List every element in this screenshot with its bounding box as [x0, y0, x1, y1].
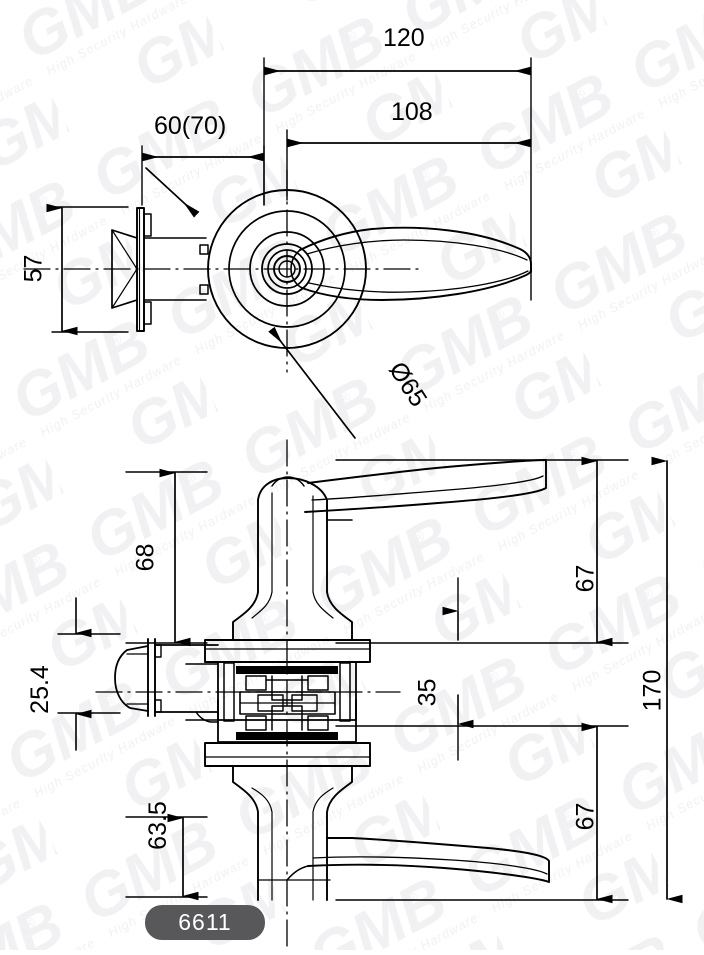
- model-number-text: 6611: [178, 909, 232, 935]
- dimension-label-cylinder-diameter: 25.4: [25, 665, 54, 714]
- dimension-label-backset: 60(70): [154, 112, 227, 140]
- dimension-label-rosette-spacing: 35: [413, 678, 442, 707]
- dimension-label-upper-lever-to-center: 67: [571, 564, 600, 593]
- dimension-label-backplate-height: 57: [19, 254, 48, 283]
- dimension-label-overall-height: 170: [638, 669, 667, 712]
- model-number-badge: 6611: [145, 905, 265, 940]
- dimension-label-lever-projection: 108: [391, 98, 433, 126]
- dimension-label-upper-spindle-height: 68: [131, 543, 160, 572]
- dimension-label-overall-lever-length: 120: [383, 24, 425, 52]
- dimension-label-lower-spindle-height: 63.5: [143, 801, 172, 850]
- dimension-label-lower-lever-to-center: 67: [571, 802, 600, 831]
